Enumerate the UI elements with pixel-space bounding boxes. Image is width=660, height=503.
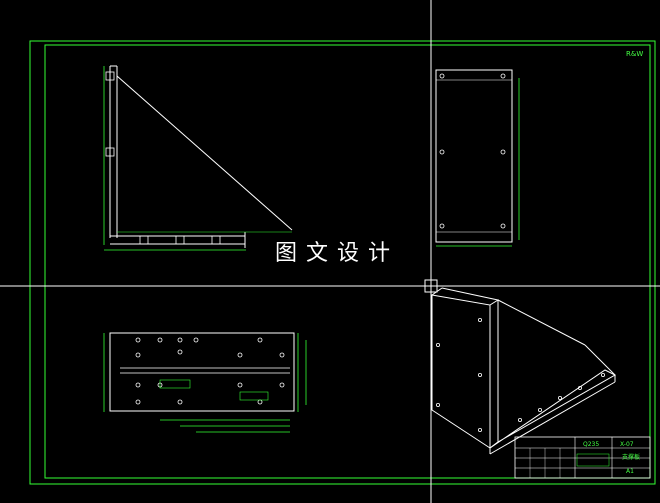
title-block-drawing-no: X-07 — [620, 441, 634, 448]
title-block-sheet-size: A1 — [626, 468, 634, 475]
scale-mark: R&W — [626, 50, 644, 58]
watermark-title: 图文设计 — [262, 238, 412, 270]
sheet-outer-frame — [29, 40, 656, 485]
crosshair-pickbox — [424, 279, 438, 293]
sheet-inner-frame — [44, 44, 651, 479]
view-front-bracket — [103, 65, 293, 251]
title-block-material: Q235 — [583, 441, 600, 448]
title-block-part-name: 支撑板 — [622, 454, 641, 461]
view-isometric — [431, 287, 617, 455]
title-block — [514, 436, 651, 479]
view-top-base — [103, 332, 307, 433]
view-side-plate — [435, 69, 520, 247]
